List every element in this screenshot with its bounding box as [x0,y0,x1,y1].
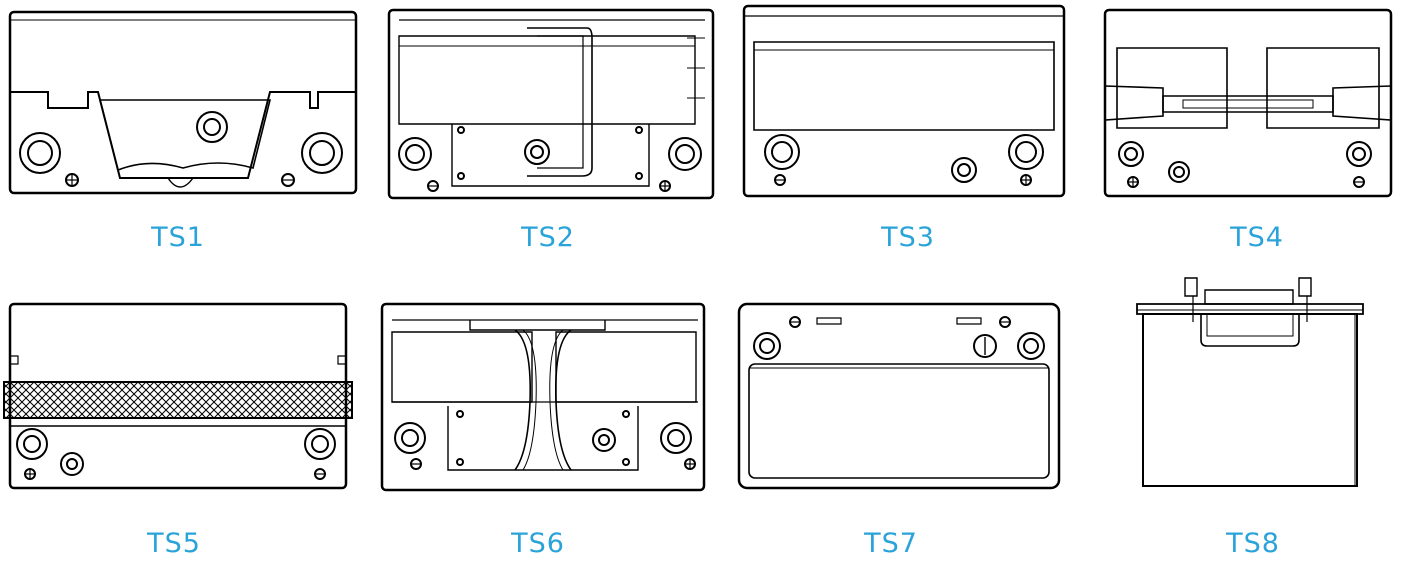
battery-ts1-drawing [8,10,358,195]
battery-label-ts8: TS8 [1226,528,1280,559]
battery-ts4-drawing [1103,8,1393,198]
battery-label-ts2: TS2 [521,222,575,253]
battery-ts6-drawing [380,302,706,492]
battery-label-ts6: TS6 [511,528,565,559]
battery-label-ts7: TS7 [864,528,918,559]
battery-label-ts4: TS4 [1230,222,1284,253]
battery-ts7-drawing [737,302,1061,490]
battery-ts8-drawing [1135,274,1365,490]
battery-ts3-drawing [742,4,1066,198]
battery-label-ts5: TS5 [147,528,201,559]
battery-ts5-drawing [2,302,354,490]
battery-ts2-drawing [387,8,715,203]
battery-label-ts3: TS3 [881,222,935,253]
battery-label-ts1: TS1 [151,222,205,253]
